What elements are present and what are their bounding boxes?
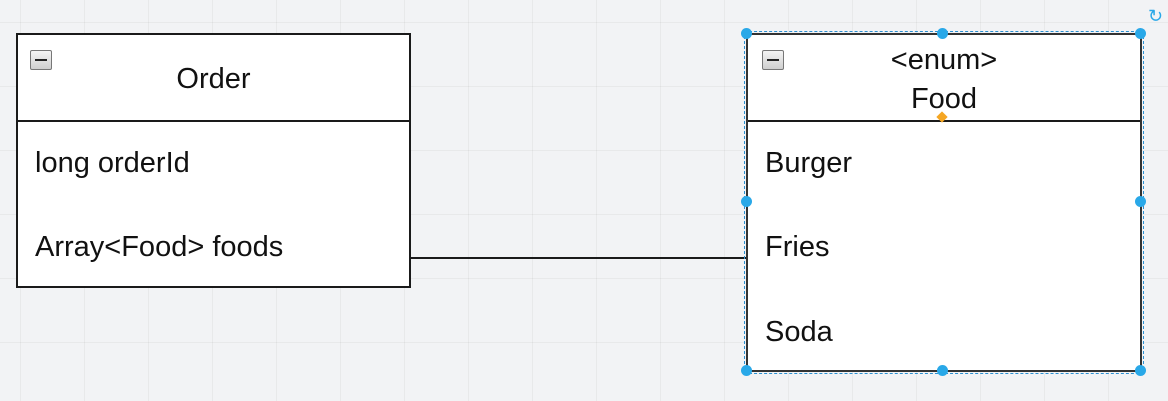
resize-handle-bottom-center[interactable] xyxy=(937,365,948,376)
resize-handle-bottom-right[interactable] xyxy=(1135,365,1146,376)
food-enum-value-burger: Burger xyxy=(765,147,853,179)
order-attribute-foods: Array<Food> foods xyxy=(35,231,284,263)
resize-handle-top-right[interactable] xyxy=(1135,28,1146,39)
food-enum-box[interactable]: <enum> Food Burger Fries Soda xyxy=(746,33,1142,372)
rotate-icon[interactable]: ↻ xyxy=(1148,6,1164,26)
food-enum-value-fries: Fries xyxy=(765,231,830,263)
order-attribute-orderid: long orderId xyxy=(35,147,190,179)
resize-handle-middle-right[interactable] xyxy=(1135,196,1146,207)
collapse-icon[interactable] xyxy=(30,50,52,70)
resize-handle-bottom-left[interactable] xyxy=(741,365,752,376)
food-enum-value-soda: Soda xyxy=(765,316,833,348)
order-class-header: Order xyxy=(18,35,409,122)
resize-handle-top-center[interactable] xyxy=(937,28,948,39)
order-class-title: Order xyxy=(176,63,251,95)
food-enum-header: <enum> Food xyxy=(748,35,1140,122)
food-enum-title: Food xyxy=(910,83,978,115)
resize-handle-top-left[interactable] xyxy=(741,28,752,39)
food-enum-stereotype: <enum> xyxy=(890,44,998,76)
resize-handle-middle-left[interactable] xyxy=(741,196,752,207)
collapse-icon[interactable] xyxy=(762,50,784,70)
order-class-box[interactable]: Order long orderId Array<Food> foods xyxy=(16,33,411,288)
